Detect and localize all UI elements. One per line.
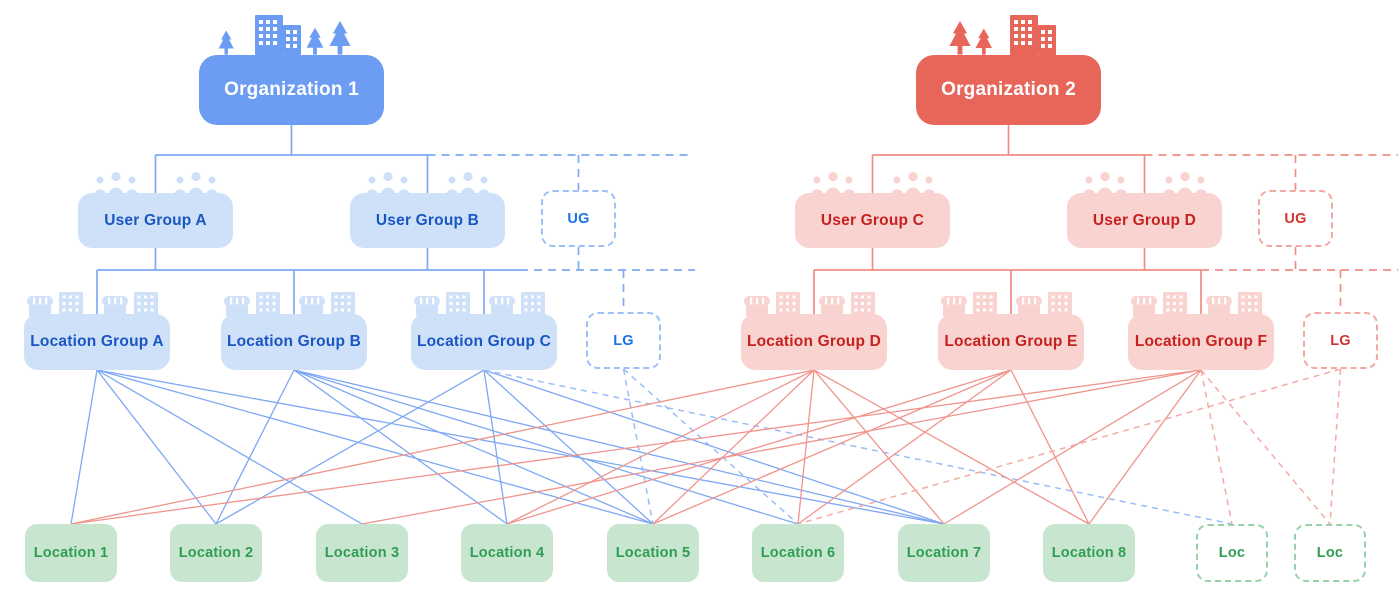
edge-lg-f-to-loc-1 <box>70 369 1202 525</box>
node-label: Location 3 <box>324 545 400 561</box>
node-ug-ghost-red: UG <box>1258 190 1333 247</box>
edge-lg-e-to-loc-5 <box>652 369 1012 525</box>
node-label: User Group C <box>820 211 925 229</box>
node-ug-ghost-blue: UG <box>541 190 616 247</box>
edge-lg-e-to-loc-8 <box>1010 369 1090 525</box>
edge-lg-f-to-loc-ghost-1 <box>1200 369 1233 525</box>
node-lg-b: Location Group B <box>221 314 367 370</box>
edge-lg-a-to-loc-5 <box>96 369 654 525</box>
edge-lg-ghost-blue-to-loc-6 <box>623 368 799 525</box>
node-loc-5: Location 5 <box>607 524 699 582</box>
edge-lg-b-to-loc-2 <box>215 369 295 525</box>
node-loc-6: Location 6 <box>752 524 844 582</box>
node-label: Organization 1 <box>224 79 359 100</box>
edge-lg-c-to-loc-ghost-1 <box>483 369 1233 525</box>
node-label: Location Group B <box>226 333 362 350</box>
node-ug-d: User Group D <box>1067 193 1222 248</box>
edge-lg-c-to-loc-7 <box>483 369 945 525</box>
node-ug-b: User Group B <box>350 193 505 248</box>
node-loc-8: Location 8 <box>1043 524 1135 582</box>
node-label: Location Group F <box>1134 333 1268 350</box>
node-loc-7: Location 7 <box>898 524 990 582</box>
node-loc-ghost-1: Loc <box>1196 524 1268 582</box>
edge-lg-d-to-loc-5 <box>652 369 815 525</box>
edge-lg-d-to-loc-6 <box>797 369 815 525</box>
edge-lg-c-to-loc-5 <box>483 369 654 525</box>
node-label: Organization 2 <box>941 79 1076 100</box>
node-loc-2: Location 2 <box>170 524 262 582</box>
node-label: LG <box>1330 332 1351 349</box>
node-label: Location Group A <box>30 333 164 350</box>
node-label: LG <box>613 332 634 349</box>
edge-lg-a-to-loc-1 <box>70 369 98 525</box>
node-loc-4: Location 4 <box>461 524 553 582</box>
node-label: Location 8 <box>1051 545 1127 561</box>
node-lg-c: Location Group C <box>411 314 557 370</box>
edge-lg-f-to-loc-7 <box>943 369 1202 525</box>
node-ug-c: User Group C <box>795 193 950 248</box>
node-lg-ghost-red: LG <box>1303 312 1378 369</box>
node-label: Location 1 <box>33 545 109 561</box>
node-label: User Group D <box>1092 211 1197 229</box>
edge-lg-e-to-loc-4 <box>506 369 1012 525</box>
node-label: Location 5 <box>615 545 691 561</box>
edge-lg-a-to-loc-2 <box>96 369 217 525</box>
node-loc-ghost-2: Loc <box>1294 524 1366 582</box>
node-label: Loc <box>1218 545 1246 561</box>
node-lg-d: Location Group D <box>741 314 887 370</box>
node-label: UG <box>567 210 590 227</box>
node-label: Location Group D <box>746 333 882 350</box>
edge-lg-a-to-loc-3 <box>96 369 363 525</box>
edge-lg-b-to-loc-6 <box>293 369 799 525</box>
node-label: Location Group E <box>944 333 1078 350</box>
node-label: Location Group C <box>416 333 552 350</box>
node-label: Location 4 <box>469 545 545 561</box>
node-ug-a: User Group A <box>78 193 233 248</box>
edge-lg-f-to-loc-ghost-2 <box>1200 369 1331 525</box>
edge-lg-b-to-loc-7 <box>293 369 945 525</box>
edge-lg-a-to-loc-7 <box>96 369 945 525</box>
node-org-1: Organization 1 <box>199 55 384 125</box>
edge-lg-d-to-loc-8 <box>813 369 1090 525</box>
node-label: Location 2 <box>178 545 254 561</box>
edge-lg-b-to-loc-4 <box>293 369 508 525</box>
node-label: User Group A <box>104 211 207 229</box>
node-lg-e: Location Group E <box>938 314 1084 370</box>
node-label: Loc <box>1316 545 1344 561</box>
edge-lg-f-to-loc-8 <box>1088 369 1202 525</box>
edge-lg-d-to-loc-7 <box>813 369 945 525</box>
node-lg-f: Location Group F <box>1128 314 1274 370</box>
node-label: UG <box>1284 210 1307 227</box>
node-loc-1: Location 1 <box>25 524 117 582</box>
edge-lg-d-to-loc-1 <box>70 369 815 525</box>
node-org-2: Organization 2 <box>916 55 1101 125</box>
node-label: Location 7 <box>906 545 982 561</box>
edge-lg-d-to-loc-4 <box>506 369 815 525</box>
node-loc-3: Location 3 <box>316 524 408 582</box>
edge-lg-f-to-loc-3 <box>361 369 1202 525</box>
edge-lg-ghost-red-to-loc-ghost-2 <box>1329 368 1342 525</box>
node-label: User Group B <box>375 211 480 229</box>
node-lg-a: Location Group A <box>24 314 170 370</box>
node-label: Location 6 <box>760 545 836 561</box>
edge-lg-e-to-loc-6 <box>797 369 1012 525</box>
node-lg-ghost-blue: LG <box>586 312 661 369</box>
edge-lg-b-to-loc-5 <box>293 369 654 525</box>
